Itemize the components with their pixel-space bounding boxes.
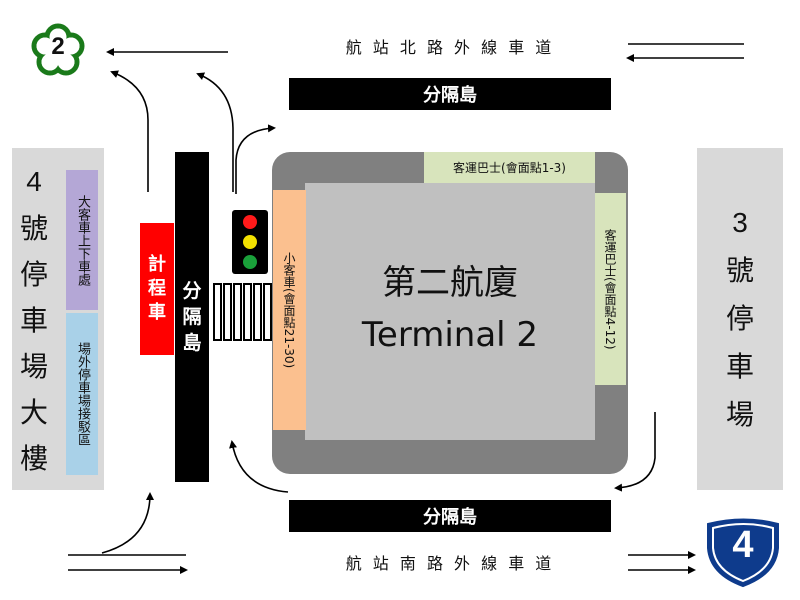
parking-3-number: 3 xyxy=(732,207,748,238)
parking-4-label: 4 號 停 車 場 大 樓 xyxy=(14,160,54,480)
curved-arrow-bottom-left xyxy=(229,440,289,493)
bus-meeting-top: 客運巴士(會面點1-3) xyxy=(424,152,595,183)
parking-3-char: 車 xyxy=(725,350,754,383)
taxi-char: 車 xyxy=(148,302,166,323)
curved-arrow-taxi-up xyxy=(110,70,149,192)
south-road-label: 航 站 南 路 外 線 車 道 xyxy=(345,554,555,573)
parking-3-building: 3 號 停 車 場 xyxy=(697,148,783,490)
parking-4-char: 場 xyxy=(19,350,48,383)
divider-vertical: 分 隔 島 xyxy=(175,152,209,482)
parking-4-char: 車 xyxy=(19,304,48,337)
parking-4-char: 停 xyxy=(19,258,48,291)
route-4-shield-icon xyxy=(707,518,779,588)
divider-top: 分隔島 xyxy=(289,78,611,110)
divider-vertical-char: 隔 xyxy=(182,306,202,328)
terminal-title: 第二航廈 xyxy=(382,263,518,303)
coach-pickup-zone: 大客車上下車處 xyxy=(66,170,98,310)
curved-arrow-bottom-up xyxy=(101,492,154,554)
parking-3-char: 停 xyxy=(725,302,754,335)
parking-4-number: 4 xyxy=(26,166,42,197)
bus-meeting-right: 客運巴士(會面點4-12) xyxy=(595,193,626,385)
terminal-english-name: Terminal 2 xyxy=(361,315,539,355)
car-meeting-left: 小客車(會面點21-30) xyxy=(273,190,306,430)
taxi-char: 程 xyxy=(148,278,166,299)
route-2-shield-icon xyxy=(31,23,85,76)
curved-arrow-divider-up xyxy=(196,72,234,192)
divider-vertical-char: 島 xyxy=(182,332,202,354)
curved-arrow-signal-right xyxy=(235,124,276,194)
divider-bottom: 分隔島 xyxy=(289,500,611,532)
traffic-light-icon xyxy=(232,210,268,274)
taxi-stand: 計 程 車 xyxy=(140,223,174,355)
parking-3-char: 號 xyxy=(725,254,754,287)
route-4-number: 4 xyxy=(732,524,754,566)
north-road-label: 航 站 北 路 外 線 車 道 xyxy=(345,38,555,57)
taxi-char: 計 xyxy=(148,254,166,275)
divider-vertical-char: 分 xyxy=(182,280,202,302)
terminal-building xyxy=(305,183,595,440)
curved-arrow-right-down xyxy=(614,412,656,492)
parking-3-char: 場 xyxy=(725,398,754,431)
parking-4-char: 號 xyxy=(19,212,48,245)
crosswalk xyxy=(213,283,272,341)
parking-4-char: 大 xyxy=(19,396,48,429)
route-2-number: 2 xyxy=(51,33,65,60)
parking-4-char: 樓 xyxy=(19,442,48,475)
shuttle-zone: 場外停車場接駁區 xyxy=(66,313,98,475)
